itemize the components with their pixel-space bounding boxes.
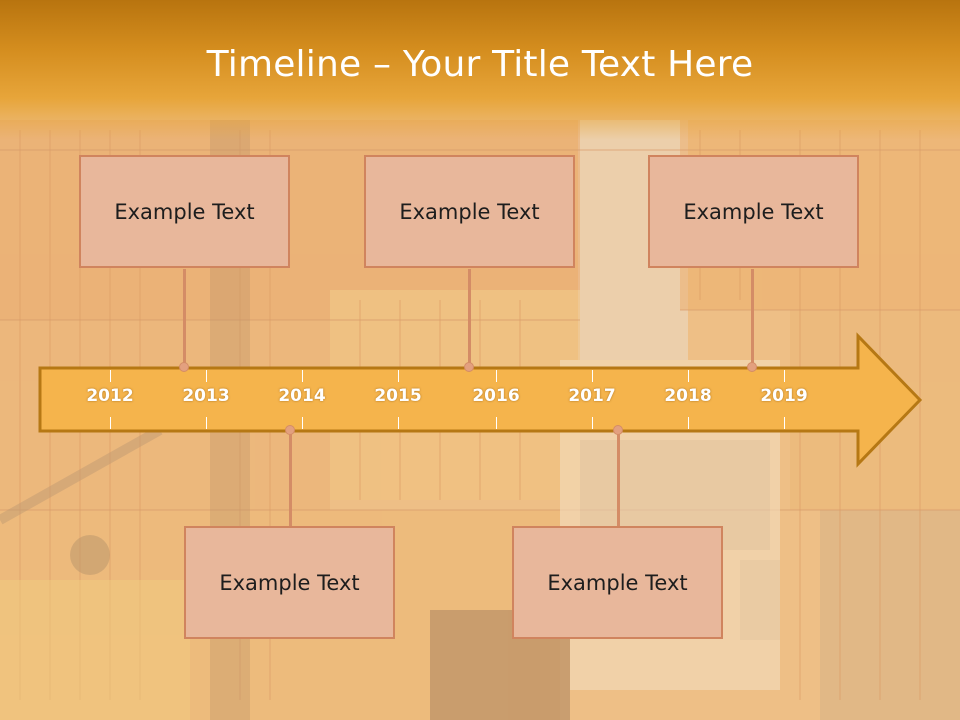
connector-line	[183, 269, 186, 367]
year-tick	[110, 417, 111, 429]
year-tick	[592, 370, 593, 382]
event-marker	[747, 362, 757, 372]
event-marker	[179, 362, 189, 372]
event-text: Example Text	[399, 199, 540, 224]
event-box-bottom: Example Text	[512, 526, 723, 639]
year-label: 2015	[374, 386, 422, 406]
event-text: Example Text	[114, 199, 255, 224]
year-tick	[110, 370, 111, 382]
event-marker	[464, 362, 474, 372]
year-tick	[784, 370, 785, 382]
year-tick	[398, 417, 399, 429]
event-marker	[613, 425, 623, 435]
title-band: Timeline – Your Title Text Here	[0, 0, 960, 140]
year-tick	[592, 417, 593, 429]
event-marker	[285, 425, 295, 435]
connector-line	[617, 430, 620, 527]
connector-line	[468, 269, 471, 367]
year-label: 2018	[664, 386, 712, 406]
event-box-top: Example Text	[79, 155, 290, 268]
event-text: Example Text	[547, 570, 688, 595]
year-tick	[496, 370, 497, 382]
year-tick	[496, 417, 497, 429]
event-box-top: Example Text	[648, 155, 859, 268]
connector-line	[289, 430, 292, 527]
year-label: 2013	[182, 386, 230, 406]
connector-line	[751, 269, 754, 367]
year-tick	[398, 370, 399, 382]
year-label: 2019	[760, 386, 808, 406]
year-tick	[206, 417, 207, 429]
year-label: 2012	[86, 386, 134, 406]
year-label: 2017	[568, 386, 616, 406]
event-text: Example Text	[219, 570, 360, 595]
year-tick	[688, 370, 689, 382]
year-tick	[302, 417, 303, 429]
event-box-top: Example Text	[364, 155, 575, 268]
year-tick	[302, 370, 303, 382]
year-label: 2014	[278, 386, 326, 406]
page-title: Timeline – Your Title Text Here	[206, 44, 754, 85]
year-tick	[688, 417, 689, 429]
year-label: 2016	[472, 386, 520, 406]
year-tick	[206, 370, 207, 382]
year-tick	[784, 417, 785, 429]
event-text: Example Text	[683, 199, 824, 224]
event-box-bottom: Example Text	[184, 526, 395, 639]
